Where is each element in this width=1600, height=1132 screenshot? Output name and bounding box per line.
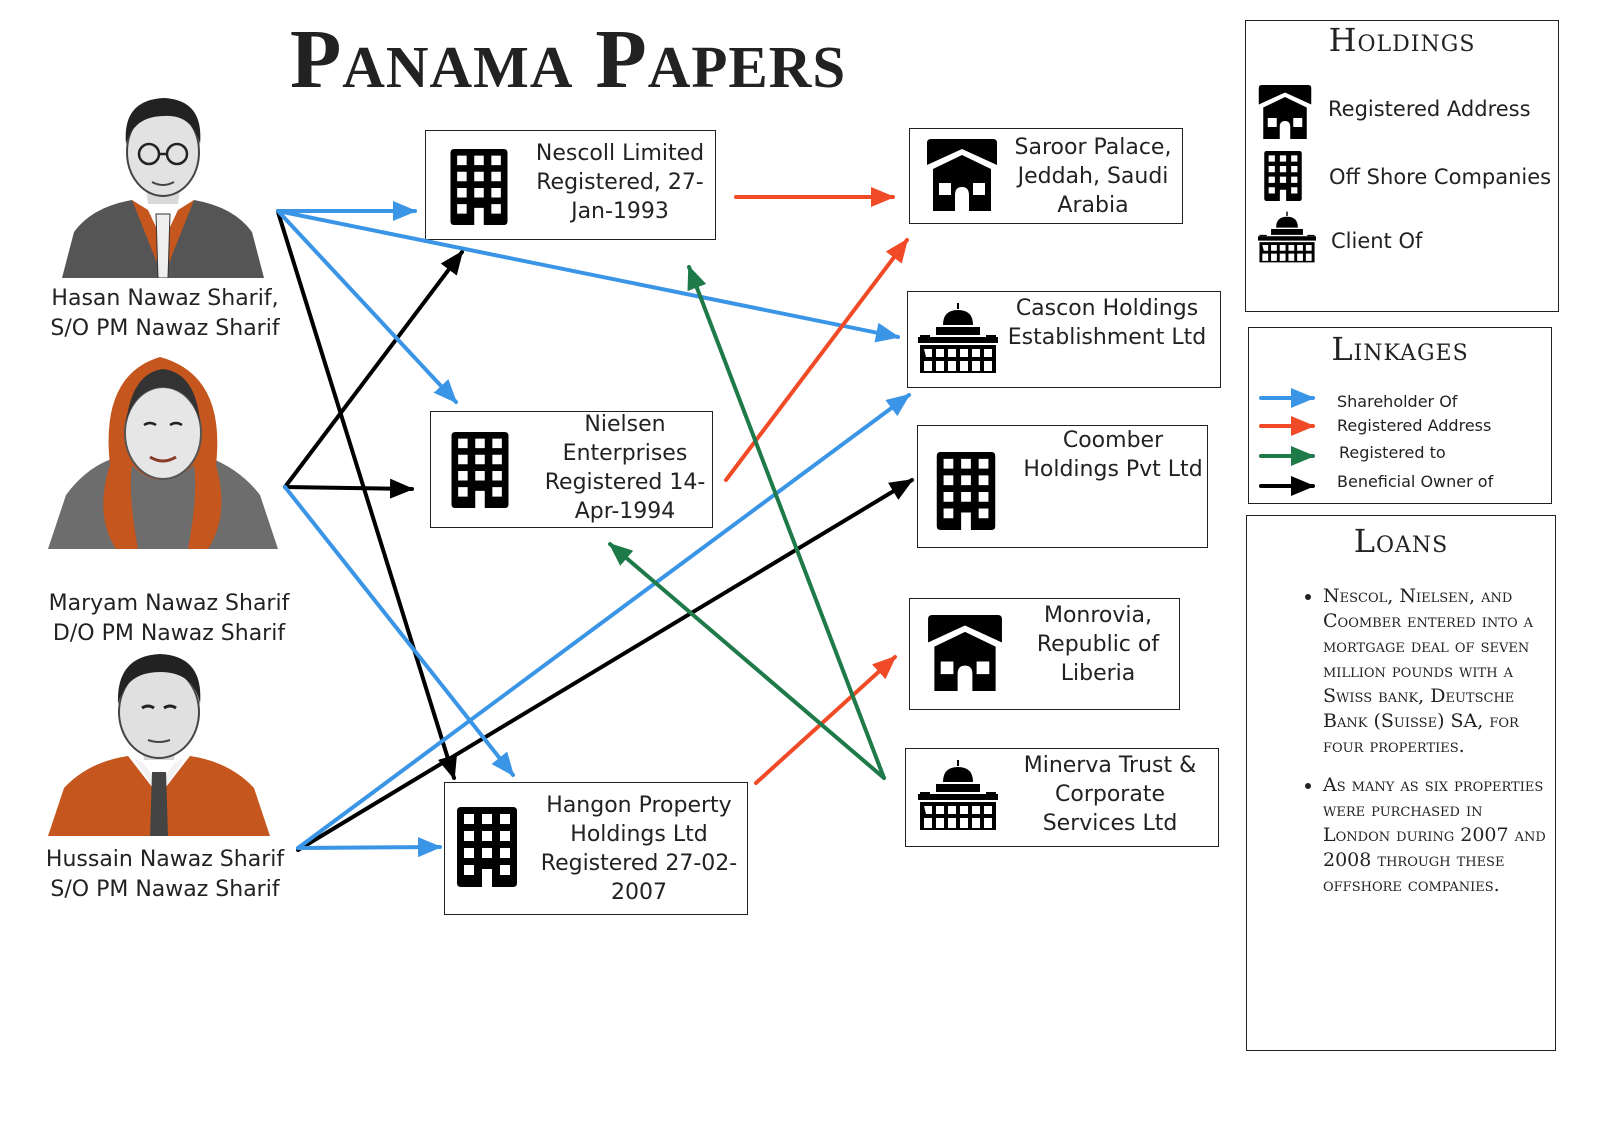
company-name-line: Nielsen: [584, 412, 666, 437]
target-name-line: Coomber: [1062, 428, 1164, 453]
company-name-line: Enterprises: [562, 441, 688, 466]
office-building-icon: [1262, 151, 1304, 201]
linkages-title: Linkages: [1331, 330, 1469, 368]
man-in-suit-portrait: [48, 654, 270, 836]
target-name-line: Holdings Pvt Ltd: [1023, 457, 1203, 482]
legend-label: Shareholder Of: [1337, 392, 1458, 411]
company-box-nielsen: Nielsen Enterprises Registered 14- Apr-1…: [430, 411, 713, 528]
arrow-minerva-to-nescoll: [687, 265, 886, 780]
company-name-line: Apr-1994: [574, 499, 676, 524]
loans-list: Nescol, Nielsen, and Coomber entered int…: [1287, 584, 1547, 912]
company-name-line: Holdings Ltd: [570, 822, 708, 847]
target-box-minerva: Minerva Trust & Corporate Services Ltd: [905, 748, 1219, 847]
arrow-maryam-to-nescoll: [283, 250, 464, 489]
holdings-legend: Holdings Registered Address Off Shore Co…: [1245, 20, 1559, 312]
company-name-line: Registered, 27-: [536, 170, 704, 195]
loans-title: Loans: [1353, 522, 1449, 560]
target-name-line: Monrovia,: [1043, 603, 1152, 628]
company-name-line: Registered 27-02-: [540, 851, 738, 876]
house-icon: [1258, 85, 1312, 139]
arrow-hussain-to-coomber: [296, 478, 914, 852]
target-box-coomber: Coomber Holdings Pvt Ltd: [917, 425, 1208, 548]
target-name-line: Services Ltd: [1042, 811, 1178, 836]
legend-label: Client Of: [1331, 229, 1423, 253]
loan-note: As many as six properties were purchased…: [1323, 773, 1547, 898]
legend-label: Registered Address: [1337, 416, 1492, 435]
target-box-monrovia: Monrovia, Republic of Liberia: [909, 598, 1180, 710]
arrow-hasan-to-cascon: [276, 209, 900, 343]
loan-note: Nescol, Nielsen, and Coomber entered int…: [1323, 584, 1547, 759]
target-name-line: Saroor Palace,: [1014, 135, 1172, 160]
legend-arrows: [1259, 388, 1315, 496]
page-title: Panama Papers: [290, 13, 847, 106]
arrow-maryam-to-hangon: [283, 485, 515, 777]
person-name: Maryam Nawaz Sharif: [48, 591, 290, 616]
holdings-title: Holdings: [1328, 21, 1476, 59]
target-box-saroor: Saroor Palace, Jeddah, Saudi Arabia: [909, 128, 1183, 224]
arrow-hangon-to-monrovia: [754, 655, 897, 785]
company-name-line: Jan-1993: [571, 199, 669, 224]
legend-label: Beneficial Owner of: [1337, 472, 1494, 491]
arrow-hasan-to-nielsen: [276, 209, 458, 404]
person-label-maryam: Maryam Nawaz Sharif D/O PM Nawaz Sharif: [44, 589, 294, 649]
company-name-line: Nescoll Limited: [535, 141, 705, 166]
target-box-cascon: Cascon Holdings Establishment Ltd: [907, 291, 1221, 388]
arrow-hussain-to-cascon: [296, 393, 911, 850]
target-name-line: Establishment Ltd: [1007, 325, 1207, 350]
person-name: Hussain Nawaz Sharif: [45, 847, 285, 872]
target-name-line: Republic of: [1036, 632, 1160, 657]
legend-label: Registered Address: [1328, 97, 1531, 121]
person-relation: D/O PM Nawaz Sharif: [52, 621, 286, 646]
target-name-line: Liberia: [1060, 661, 1136, 686]
target-name-line: Minerva Trust &: [1023, 753, 1197, 778]
man-with-glasses-portrait: [62, 98, 264, 278]
legend-label: Off Shore Companies: [1329, 165, 1552, 189]
company-name-line: Hangon Property: [546, 793, 732, 818]
legend-label: Registered to: [1339, 443, 1446, 462]
target-name-line: Corporate: [1055, 782, 1165, 807]
arrow-hussain-to-hangon: [296, 837, 442, 858]
company-name-line: Registered 14-: [544, 470, 706, 495]
person-name: Hasan Nawaz Sharif,: [51, 286, 279, 311]
target-name-line: Jeddah, Saudi: [1017, 164, 1169, 189]
domed-building-icon: [1258, 209, 1316, 265]
woman-with-headscarf-portrait: [48, 357, 278, 549]
person-relation: S/O PM Nawaz Sharif: [50, 316, 280, 341]
company-box-nescoll: Nescoll Limited Registered, 27- Jan-1993: [425, 130, 716, 240]
person-label-hussain: Hussain Nawaz Sharif S/O PM Nawaz Sharif: [40, 845, 290, 905]
loans-panel: Loans Nescol, Nielsen, and Coomber enter…: [1246, 515, 1556, 1051]
person-relation: S/O PM Nawaz Sharif: [50, 877, 280, 902]
arrow-maryam-to-nielsen: [283, 478, 414, 499]
arrow-hasan-to-hangon: [276, 210, 458, 780]
target-name-line: Cascon Holdings: [1015, 296, 1199, 321]
arrow-minerva-to-nielsen: [608, 542, 886, 780]
company-box-hangon: Hangon Property Holdings Ltd Registered …: [444, 782, 748, 915]
company-name-line: 2007: [611, 880, 667, 905]
arrow-nielsen-to-saroor: [724, 238, 909, 482]
linkages-legend: Linkages Shareholder Of Registered Addre…: [1248, 327, 1552, 504]
target-name-line: Arabia: [1057, 193, 1129, 218]
person-label-hasan: Hasan Nawaz Sharif, S/O PM Nawaz Sharif: [40, 284, 290, 344]
